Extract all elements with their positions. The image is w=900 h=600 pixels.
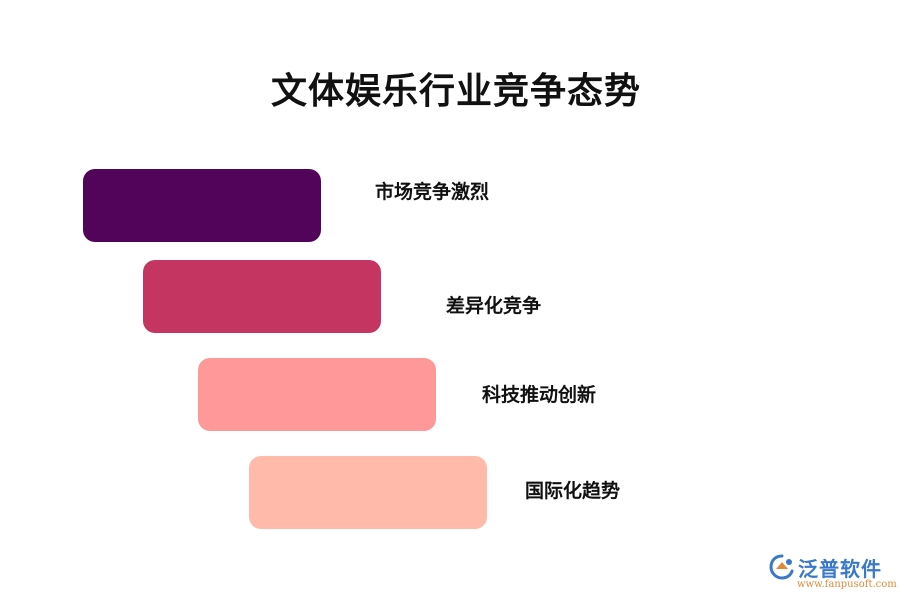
stage-label-2: 差异化竞争 (446, 295, 542, 317)
stage-label-4: 国际化趋势 (525, 480, 621, 502)
fanpu-logo-icon (769, 554, 794, 580)
logo-url: www.fanpusoft.com (797, 579, 897, 590)
stage-bar-3 (198, 358, 436, 431)
stage-label-3: 科技推动创新 (482, 384, 597, 406)
stage-bar-1 (83, 169, 321, 242)
stage-label-1: 市场竞争激烈 (375, 181, 490, 203)
stage-bar-4 (249, 456, 487, 529)
diagram-title: 文体娱乐行业竞争态势 (270, 71, 641, 112)
stage-bar-2 (143, 260, 381, 333)
logo-name: 泛普软件 (798, 557, 882, 581)
